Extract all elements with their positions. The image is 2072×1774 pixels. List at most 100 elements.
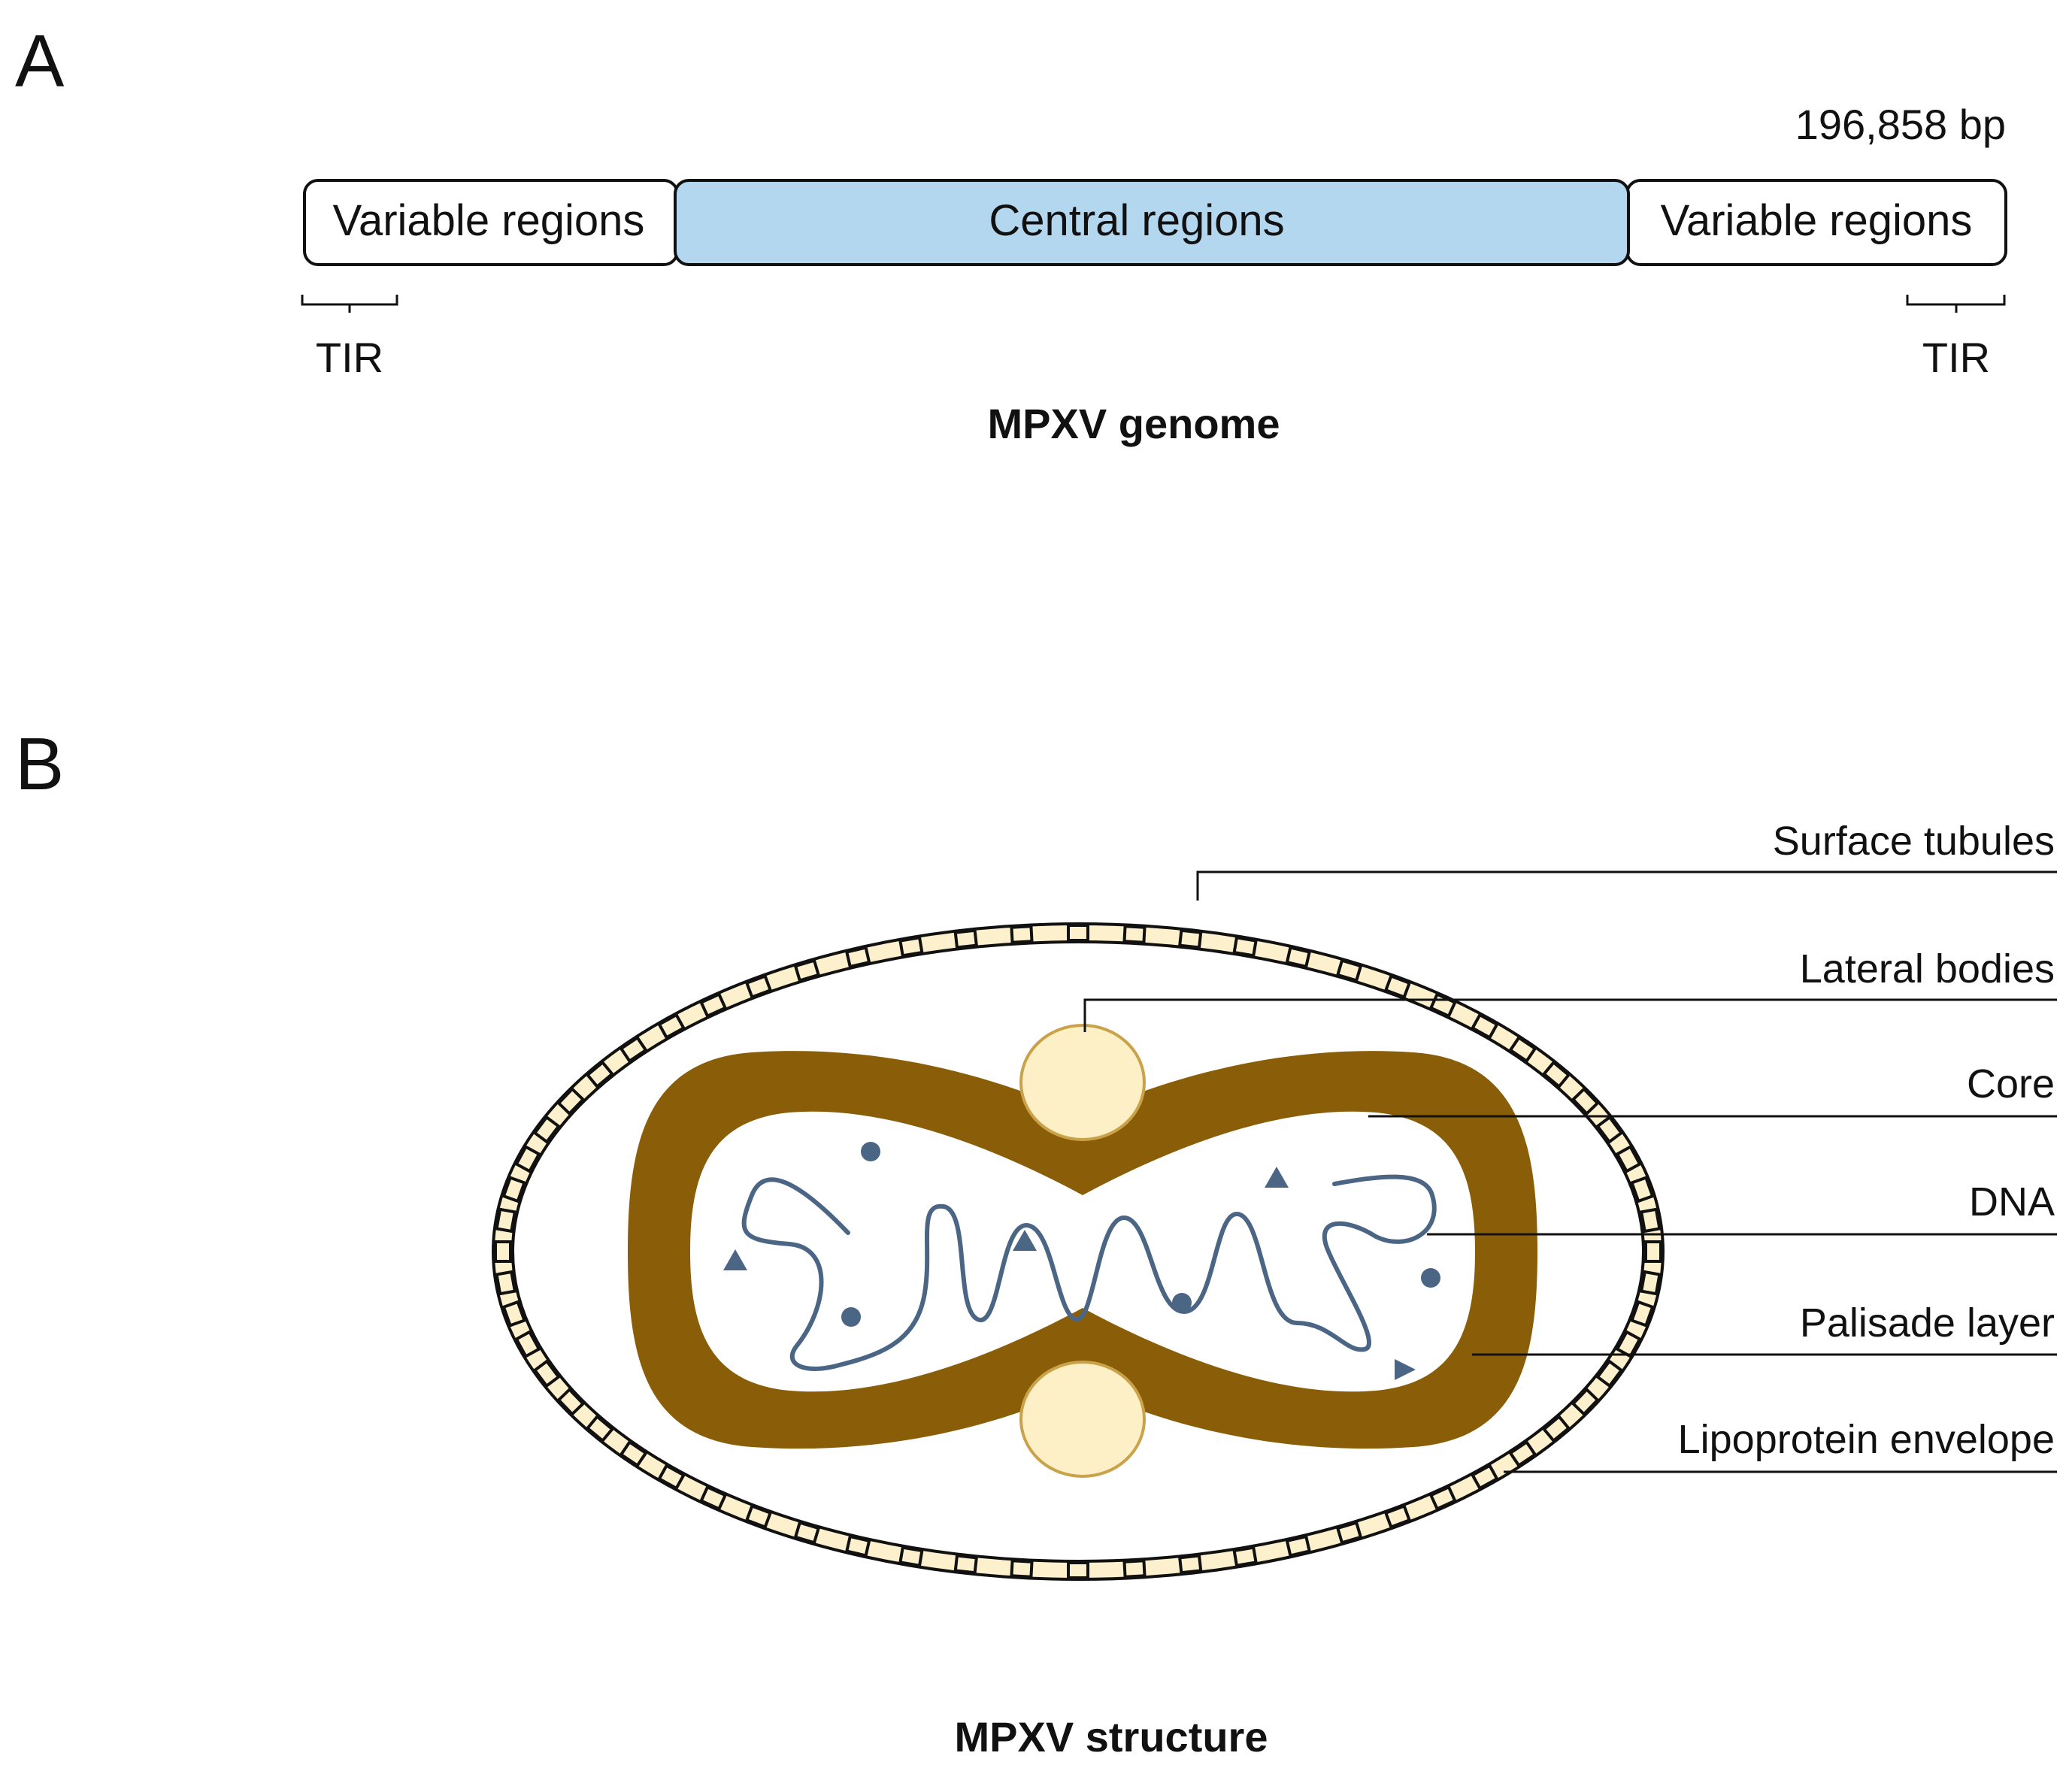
panel-a-caption: MPXV genome [988,400,1280,447]
surface-tubule [1335,1521,1363,1545]
surface-tubule [953,928,979,949]
surface-tubule [1571,1387,1600,1417]
surface-tubule [532,1359,561,1388]
callout-lines [1083,870,2057,1473]
particle-dot [1421,1268,1440,1288]
surface-tubule [619,1439,648,1468]
surface-tubule [1615,1330,1642,1359]
surface-tubule [514,1144,541,1173]
surface-tubule [494,1240,512,1263]
core-particles [723,1142,1440,1380]
surface-tubule [793,1521,821,1545]
surface-tubule [1177,928,1203,949]
surface-tubule [1285,1534,1312,1558]
surface-tubule [495,1207,517,1234]
surface-tubule [556,1086,586,1116]
genome-segment-right-label: Variable regions [1661,196,1973,245]
surface-tubule [1383,1504,1412,1529]
surface-tubule [1122,1559,1147,1579]
genome-segment-central-label: Central regions [989,196,1284,245]
surface-tubule [1335,958,1363,982]
genome-segment-central [674,179,1630,266]
surface-tubule [585,1414,615,1443]
surface-tubule [844,946,871,969]
surface-tubule [532,1115,561,1144]
surface-tubule [1122,925,1147,944]
surface-tubule [1629,1300,1655,1327]
surface-tubules [494,924,1662,1579]
surface-tubules-leader [1196,870,2057,901]
surface-tubule [1010,1559,1034,1579]
genome-length-label: 196,858 bp [1795,101,2006,148]
tir-left-label: TIR [316,334,383,381]
lateral-body-top [1019,1024,1146,1141]
genome-bar: Variable regions Central regions Variabl… [303,179,2007,266]
particle-dot [1172,1293,1192,1312]
panel-b-letter: B [15,722,64,805]
surface-tubule [501,1176,527,1203]
surface-tubule [744,974,773,999]
surface-tubule [1615,1144,1642,1173]
surface-tubule [1470,1013,1499,1040]
surface-tubule [495,1270,517,1296]
panel-b-caption: MPXV structure [955,1713,1268,1760]
particle-triangle [723,1249,747,1270]
surface-tubule [953,1554,979,1575]
surface-tubule [619,1035,648,1064]
surface-tubule [699,992,728,1019]
surface-tubule [1508,1035,1537,1064]
surface-tubule [1541,1414,1571,1443]
panel-b: B [15,722,2057,1760]
surface-tubule [744,1504,773,1529]
surface-tubule [1629,1176,1655,1203]
surface-tubule [1541,1060,1571,1089]
genome-segment-left-label: Variable regions [333,196,645,245]
surface-tubule [1595,1115,1624,1144]
surface-tubule [1067,924,1089,942]
surface-tubule [1595,1359,1624,1388]
surface-tubule [657,1013,686,1040]
surface-tubule [501,1300,527,1327]
particle-dot [861,1142,880,1161]
surface-tubule [1285,946,1312,969]
lateral-body-bottom [1019,1361,1146,1478]
core-label: Core [1967,1061,2055,1106]
surface-tubules-label: Surface tubules [1773,819,2055,864]
surface-tubule [514,1330,541,1359]
lateral-bodies-leader [1083,998,2057,1032]
surface-tubule [1508,1439,1537,1468]
particle-dot [841,1307,861,1327]
surface-tubule [1644,1240,1662,1263]
surface-tubule [1232,935,1258,958]
surface-tubule [1571,1086,1600,1116]
surface-tubule [793,958,821,982]
surface-tubule [1010,925,1034,944]
panel-a: A 196,858 bp Variable regions Central re… [15,20,2007,447]
particle-triangle [1265,1167,1289,1188]
tir-right-label: TIR [1922,334,1990,381]
surface-tubule [1232,1545,1258,1568]
lipoprotein-envelope-label: Lipoprotein envelope [1678,1417,2055,1462]
surface-tubule [585,1060,615,1089]
tir-left-bracket [301,295,398,313]
surface-tubule [844,1534,871,1558]
surface-tubule [1639,1207,1662,1234]
surface-tubule [898,935,924,958]
surface-tubule [1470,1464,1499,1491]
surface-tubule [898,1545,924,1568]
surface-tubule [657,1464,686,1491]
particle-triangle [1395,1359,1416,1380]
surface-tubule [1639,1270,1662,1296]
dna-strand [741,1174,1437,1371]
particle-triangle [1013,1230,1037,1251]
surface-tubule [556,1387,586,1417]
surface-tubule [1177,1554,1203,1575]
surface-tubule [1428,1485,1457,1511]
panel-a-letter: A [15,20,65,102]
surface-tubule [699,1485,728,1511]
lateral-bodies-label: Lateral bodies [1800,946,2055,991]
tir-right-bracket [1906,295,2006,313]
surface-tubule [1383,974,1412,999]
surface-tubule [1067,1561,1089,1579]
